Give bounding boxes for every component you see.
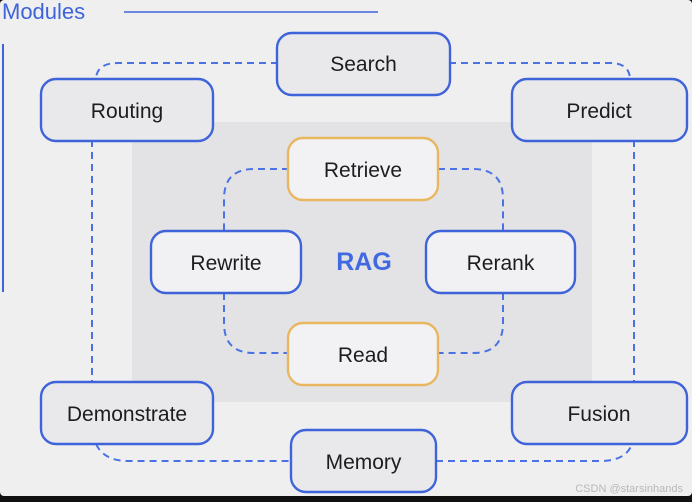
link-rerank-read bbox=[438, 293, 504, 354]
node-demonstrate: Demonstrate bbox=[39, 380, 215, 446]
node-predict-label: Predict bbox=[566, 100, 632, 123]
csdn-watermark: CSDN @starsinhands bbox=[575, 483, 683, 495]
node-demonstrate-box bbox=[39, 380, 215, 446]
node-retrieve: Retrieve bbox=[286, 136, 440, 202]
modules-title: Modules bbox=[2, 0, 85, 24]
link-search-predict bbox=[449, 62, 631, 81]
node-read: Read bbox=[286, 321, 440, 387]
rag-panel bbox=[132, 122, 592, 402]
node-rewrite-label: Rewrite bbox=[190, 252, 261, 275]
link-rewrite-read bbox=[223, 293, 289, 354]
node-routing: Routing bbox=[39, 77, 215, 143]
node-fusion-box bbox=[510, 380, 689, 446]
node-rerank-box bbox=[424, 229, 577, 295]
node-rewrite-box bbox=[149, 229, 303, 295]
node-search-box bbox=[275, 31, 452, 97]
node-routing-box bbox=[39, 77, 215, 143]
node-search-label: Search bbox=[330, 53, 397, 76]
link-memory-fusion bbox=[436, 443, 633, 462]
node-read-label: Read bbox=[338, 344, 388, 367]
node-rerank-label: Rerank bbox=[467, 252, 535, 275]
node-rewrite: Rewrite bbox=[149, 229, 303, 295]
rag-center-label: RAG bbox=[336, 248, 392, 276]
node-memory-box bbox=[289, 428, 438, 494]
node-memory-label: Memory bbox=[326, 451, 402, 474]
node-predict-box bbox=[510, 77, 689, 143]
node-demonstrate-label: Demonstrate bbox=[67, 403, 187, 426]
node-memory: Memory bbox=[289, 428, 438, 494]
link-demonstrate-memory bbox=[95, 443, 292, 462]
node-read-box bbox=[286, 321, 440, 387]
link-search-routing bbox=[95, 62, 278, 81]
node-rerank: Rerank bbox=[424, 229, 577, 295]
node-retrieve-box bbox=[286, 136, 440, 202]
node-fusion: Fusion bbox=[510, 380, 689, 446]
node-routing-label: Routing bbox=[91, 100, 163, 123]
node-search: Search bbox=[275, 31, 452, 97]
node-predict: Predict bbox=[510, 77, 689, 143]
node-fusion-label: Fusion bbox=[567, 403, 630, 426]
node-retrieve-label: Retrieve bbox=[324, 159, 402, 182]
